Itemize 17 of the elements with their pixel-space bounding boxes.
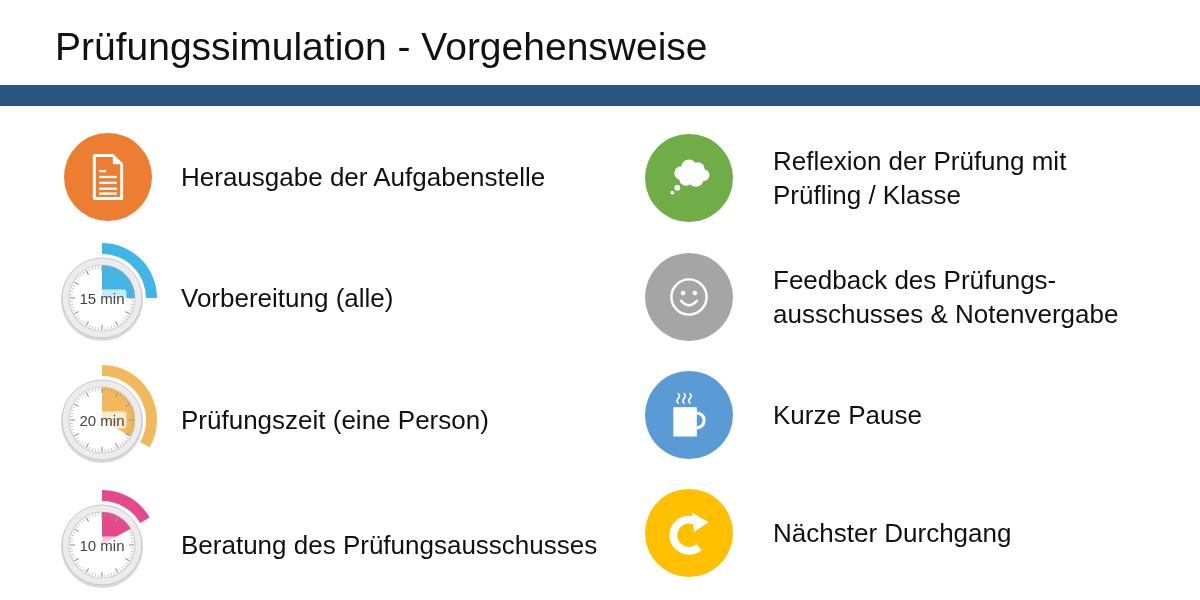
step-label: Reflexion der Prüfung mit Prüfling / Klasse (773, 145, 1068, 212)
step-label: Beratung des Prüfungsausschusses (181, 529, 599, 562)
thought-bubble-icon (645, 134, 733, 222)
duration-label: 15 min (77, 289, 127, 307)
step-label: Feedback des Prüfungs- ausschusses & Notenvergabe (773, 264, 1120, 331)
step-label: Herausgabe der Aufgabenstelle (181, 161, 547, 194)
step-label: Nächster Durchgang (773, 517, 1013, 550)
document-icon (64, 133, 152, 221)
step-label: Prüfungszeit (eine Person) (181, 404, 490, 437)
refresh-icon (645, 489, 733, 577)
mug-icon (645, 371, 733, 459)
step-label: Kurze Pause (773, 399, 923, 432)
slide-title: Prüfungssimulation - Vorgehensweise (55, 24, 708, 70)
smiley-icon (645, 253, 733, 341)
duration-label: 10 min (77, 536, 127, 554)
duration-label: 20 min (77, 411, 127, 429)
step-label: Vorbereitung (alle) (181, 282, 395, 315)
